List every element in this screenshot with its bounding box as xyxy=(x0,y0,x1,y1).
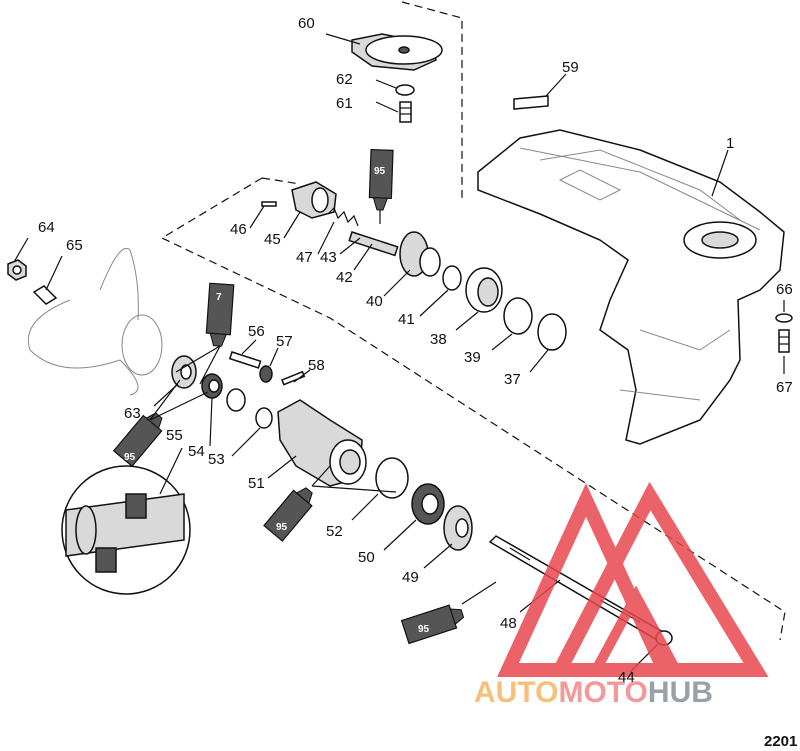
tube-lines xyxy=(149,210,497,605)
label-38: 38 xyxy=(430,331,447,348)
label-43: 43 xyxy=(320,249,337,266)
label-48: 48 xyxy=(500,615,517,632)
label-65: 65 xyxy=(66,237,83,254)
label-61: 61 xyxy=(336,95,353,112)
seal-detail-inset xyxy=(61,465,191,595)
watermark-text: AUTOMOTOHUB xyxy=(474,676,713,709)
dashed-boundary-left xyxy=(261,177,301,185)
label-50: 50 xyxy=(358,549,375,566)
dashed-boundary-top xyxy=(401,1,463,200)
bearing-54 xyxy=(201,373,223,399)
washer-part xyxy=(395,84,415,96)
lube-tube-center xyxy=(263,487,313,542)
lube-tube-bottom xyxy=(400,604,465,645)
label-46: 46 xyxy=(230,221,247,238)
lube-tube-center-label: 95 xyxy=(276,522,288,533)
bearing-41 xyxy=(442,265,462,291)
screw-part xyxy=(399,101,412,123)
label-41: 41 xyxy=(398,311,415,328)
watermark-auto: AUTO xyxy=(474,676,558,709)
anode-part xyxy=(351,33,443,71)
lube-tube-left-top-label: 7 xyxy=(216,292,222,303)
nut-57 xyxy=(259,365,273,383)
label-66: 66 xyxy=(776,281,793,298)
label-39: 39 xyxy=(464,349,481,366)
stud-58 xyxy=(281,370,306,386)
washer-66-part xyxy=(775,313,793,323)
part-number-labels: 60 62 61 59 1 64 65 46 45 47 43 42 40 41… xyxy=(38,15,793,686)
lube-tube-left-top xyxy=(205,282,235,347)
label-42: 42 xyxy=(336,269,353,286)
gear-49 xyxy=(443,505,473,551)
screw-67-part xyxy=(778,329,790,353)
label-57: 57 xyxy=(276,333,293,350)
prop-nut-part xyxy=(7,259,27,281)
bearing-carrier-51 xyxy=(277,399,367,487)
label-45: 45 xyxy=(264,231,281,248)
lube-tube-left-bottom-label: 95 xyxy=(124,452,136,463)
bearing-50 xyxy=(411,483,445,525)
watermark-moto: MOTO xyxy=(558,676,647,709)
bearing-cup-38 xyxy=(465,267,503,313)
label-56: 56 xyxy=(248,323,265,340)
bolt-56 xyxy=(228,351,262,369)
label-58: 58 xyxy=(308,357,325,374)
automotohub-watermark-logo xyxy=(497,481,769,677)
bearing-carrier-45 xyxy=(291,181,337,219)
label-59: 59 xyxy=(562,59,579,76)
label-1: 1 xyxy=(726,135,734,152)
lube-tube-top-label: 95 xyxy=(374,166,386,177)
spacer-part xyxy=(255,407,273,429)
lube-tube-top xyxy=(368,148,394,211)
label-64: 64 xyxy=(38,219,55,236)
label-53: 53 xyxy=(208,451,225,468)
propeller-outline xyxy=(28,247,163,396)
oring-52 xyxy=(375,457,409,499)
label-62: 62 xyxy=(336,71,353,88)
label-47: 47 xyxy=(296,249,313,266)
pin-46 xyxy=(261,201,277,207)
watermark-hub: HUB xyxy=(648,676,713,709)
decal-part xyxy=(513,95,549,110)
shaft-43-42 xyxy=(348,231,399,257)
pinion-gear-40 xyxy=(399,231,441,277)
label-63: 63 xyxy=(124,405,141,422)
leader-lines xyxy=(13,33,785,673)
label-40: 40 xyxy=(366,293,383,310)
label-67: 67 xyxy=(776,379,793,396)
lube-tube-left-bottom xyxy=(112,412,163,468)
figure-id: 2201 xyxy=(764,733,797,750)
gearcase-housing xyxy=(477,129,785,445)
spring-47 xyxy=(327,206,359,227)
label-49: 49 xyxy=(402,569,419,586)
label-52: 52 xyxy=(326,523,343,540)
seal-63 xyxy=(171,355,197,389)
label-37: 37 xyxy=(504,371,521,388)
tab-washer-part xyxy=(32,285,58,305)
label-44: 44 xyxy=(618,669,635,686)
label-55: 55 xyxy=(166,427,183,444)
dashed-boundary-gearcase xyxy=(160,177,786,641)
washer-53 xyxy=(226,388,246,412)
label-51: 51 xyxy=(248,475,265,492)
lube-tube-bottom-label: 95 xyxy=(418,624,430,635)
label-60: 60 xyxy=(298,15,315,32)
oring-37 xyxy=(537,313,567,351)
shim-39 xyxy=(503,297,533,335)
label-54: 54 xyxy=(188,443,205,460)
